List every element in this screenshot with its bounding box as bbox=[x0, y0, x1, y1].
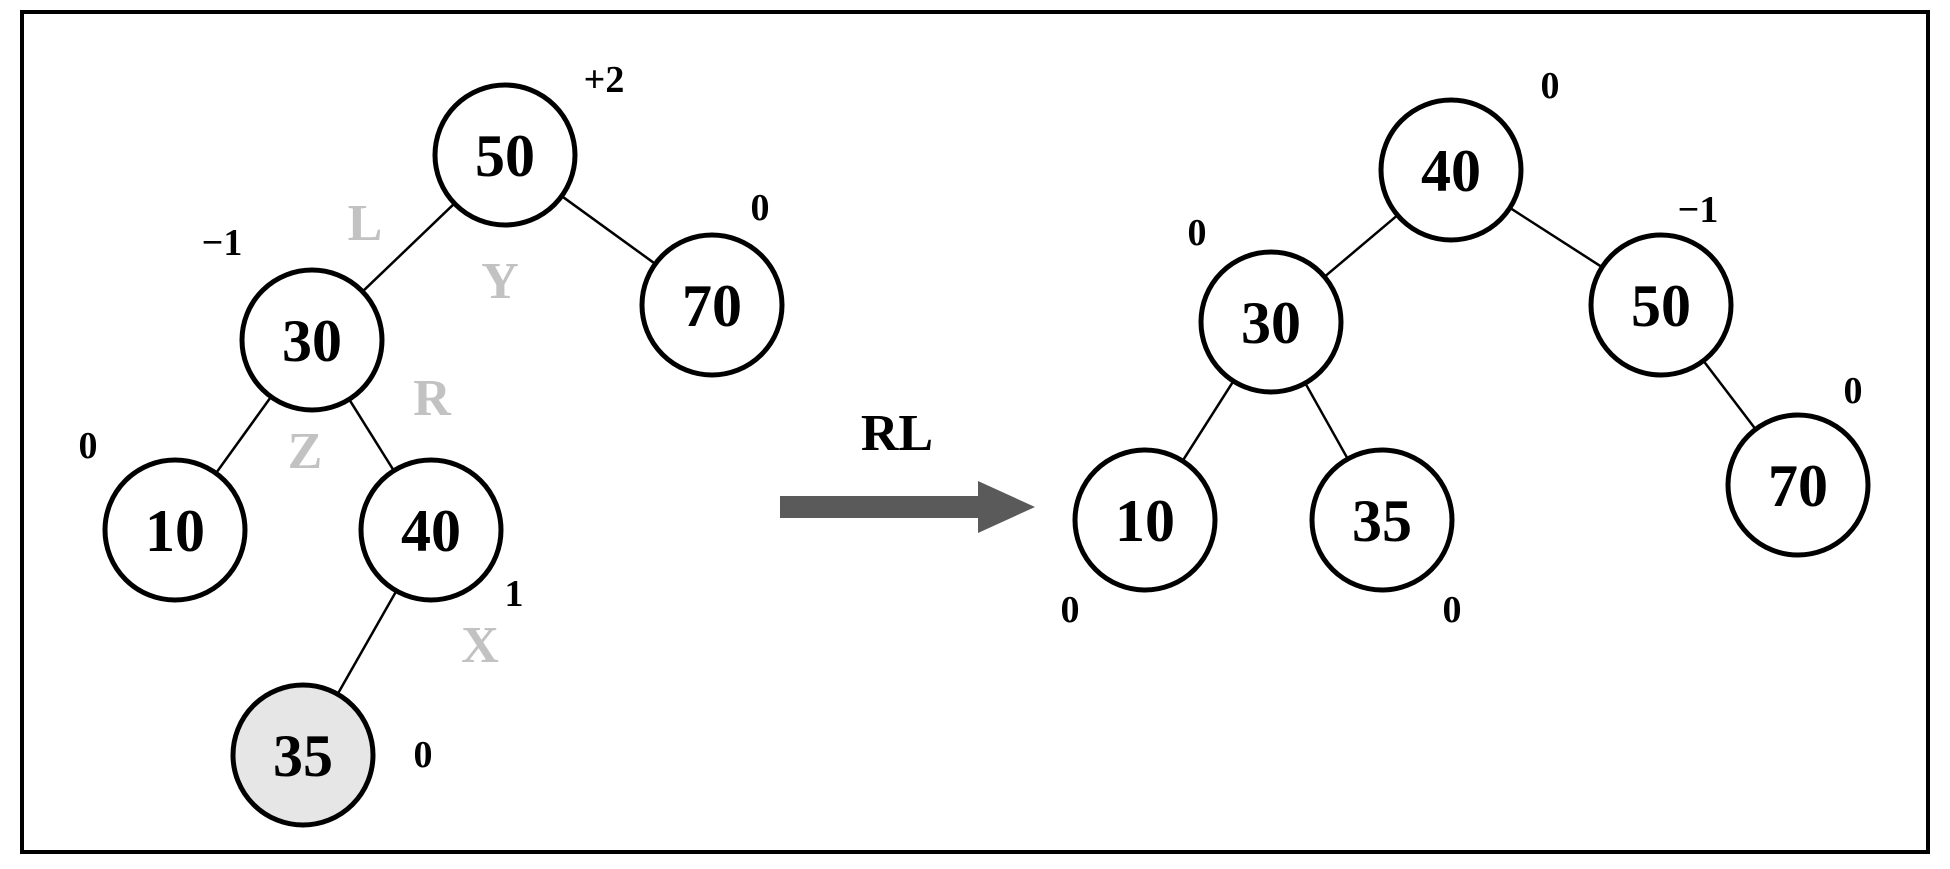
node-key: 70 bbox=[1768, 453, 1828, 519]
balance-factor: 1 bbox=[505, 573, 524, 615]
node-key: 30 bbox=[1241, 290, 1301, 356]
arrow-head bbox=[978, 481, 1035, 533]
edge-50-30 bbox=[361, 202, 456, 293]
edge-30-10 bbox=[1181, 380, 1235, 462]
node-circle bbox=[358, 457, 504, 603]
tree-node-35: 35 0 bbox=[230, 682, 433, 828]
edge-50-70 bbox=[560, 195, 657, 265]
tree-node-50: 50 +2 bbox=[432, 59, 625, 228]
node-circle bbox=[1309, 447, 1455, 593]
subtree-tag-l: L bbox=[348, 195, 383, 252]
subtree-tag-y: Y bbox=[481, 253, 519, 310]
edge-50-70 bbox=[1702, 359, 1757, 431]
node-circle bbox=[1725, 412, 1871, 558]
subtree-tag-r: R bbox=[413, 370, 452, 427]
node-key: 30 bbox=[282, 308, 342, 374]
tree-node-70: 70 0 bbox=[1725, 370, 1871, 558]
tree-node-50: 50 −1 bbox=[1588, 189, 1734, 378]
inserted-node-circle bbox=[230, 682, 376, 828]
tree-node-70: 70 0 bbox=[639, 187, 785, 378]
node-key: 10 bbox=[145, 498, 205, 564]
rotation-label: RL bbox=[861, 405, 933, 462]
balance-factor: 0 bbox=[414, 734, 433, 776]
before-tree: 50 +2 30 −1 70 0 10 0 40 1 35 0 L Y R Z X bbox=[79, 59, 785, 828]
tree-node-10: 10 0 bbox=[1061, 447, 1218, 631]
arrow-shaft bbox=[780, 496, 988, 518]
edge-40-50 bbox=[1509, 206, 1603, 269]
before-edges bbox=[214, 195, 657, 695]
balance-factor: −1 bbox=[202, 222, 243, 264]
balance-factor: −1 bbox=[1678, 189, 1719, 231]
node-circle bbox=[1588, 232, 1734, 378]
after-tree: 40 0 30 0 50 −1 10 0 35 0 70 0 bbox=[1061, 65, 1871, 631]
edge-40-35 bbox=[336, 590, 398, 695]
subtree-tag-x: X bbox=[461, 617, 499, 674]
after-edges bbox=[1181, 206, 1757, 462]
rotation-transform: RL bbox=[780, 405, 1035, 533]
node-circle bbox=[1378, 97, 1524, 243]
balance-factor: 0 bbox=[1188, 212, 1207, 254]
node-circle bbox=[239, 267, 385, 413]
edge-30-40 bbox=[348, 398, 395, 472]
balance-factor: 0 bbox=[1061, 589, 1080, 631]
node-key: 50 bbox=[1631, 273, 1691, 339]
node-circle bbox=[639, 232, 785, 378]
node-key: 10 bbox=[1115, 488, 1175, 554]
figure-border bbox=[20, 10, 1930, 854]
tree-node-30: 30 −1 bbox=[202, 222, 385, 413]
node-circle bbox=[1072, 447, 1218, 593]
balance-factor: 0 bbox=[751, 187, 770, 229]
node-key: 40 bbox=[1421, 138, 1481, 204]
balance-factor: 0 bbox=[79, 425, 98, 467]
balance-factor: 0 bbox=[1541, 65, 1560, 107]
subtree-tag-z: Z bbox=[288, 423, 323, 480]
balance-factor: 0 bbox=[1443, 589, 1462, 631]
node-key: 50 bbox=[475, 123, 535, 189]
node-key: 35 bbox=[1352, 488, 1412, 554]
before-edge-tags: L Y R Z X bbox=[288, 195, 519, 674]
edge-40-30 bbox=[1323, 214, 1399, 278]
edge-30-10 bbox=[214, 396, 273, 474]
tree-node-40: 40 0 bbox=[1378, 65, 1560, 243]
tree-node-10: 10 0 bbox=[79, 425, 248, 603]
after-nodes: 40 0 30 0 50 −1 10 0 35 0 70 0 bbox=[1061, 65, 1871, 631]
edge-30-35 bbox=[1304, 382, 1349, 460]
balance-factor: +2 bbox=[584, 59, 625, 101]
node-circle bbox=[102, 457, 248, 603]
balance-factor: 0 bbox=[1844, 370, 1863, 412]
tree-node-30: 30 0 bbox=[1188, 212, 1344, 395]
node-key: 70 bbox=[682, 273, 742, 339]
tree-node-40: 40 1 bbox=[358, 457, 524, 615]
tree-node-35: 35 0 bbox=[1309, 447, 1462, 631]
node-key: 35 bbox=[273, 723, 333, 789]
node-circle bbox=[1198, 249, 1344, 395]
before-nodes: 50 +2 30 −1 70 0 10 0 40 1 35 0 bbox=[79, 59, 785, 828]
node-circle bbox=[432, 82, 578, 228]
node-key: 40 bbox=[401, 498, 461, 564]
